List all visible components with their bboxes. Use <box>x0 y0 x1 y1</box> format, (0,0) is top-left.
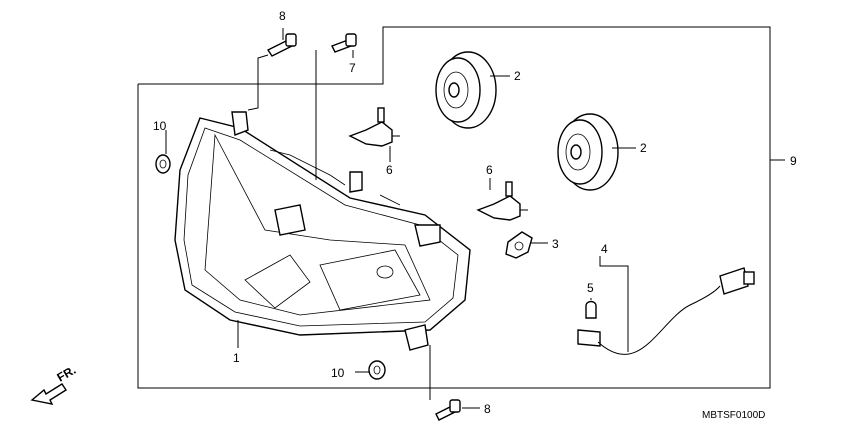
callout-3: 3 <box>552 237 559 251</box>
callout-1: 1 <box>233 351 240 365</box>
bolt-top <box>266 33 297 57</box>
leader-lines <box>165 28 636 409</box>
callout-8a: 8 <box>279 9 286 23</box>
callout-6b: 6 <box>486 163 493 177</box>
position-socket <box>505 231 533 259</box>
callout-2a: 2 <box>514 69 521 83</box>
callout-7: 7 <box>349 61 356 75</box>
headlight-bulb-a <box>348 107 400 147</box>
headlight-unit <box>174 111 471 351</box>
direction-label: FR. <box>55 363 79 385</box>
front-direction-indicator: FR. <box>30 363 79 405</box>
assembly-outline <box>137 26 785 389</box>
callout-4: 4 <box>601 242 608 256</box>
headlight-bulb-b <box>476 181 528 221</box>
position-bulb <box>585 300 597 319</box>
callout-10a: 10 <box>153 119 167 133</box>
callout-5: 5 <box>587 281 594 295</box>
callout-6a: 6 <box>386 163 393 177</box>
grommet-left <box>155 154 171 174</box>
socket-cover-b <box>557 113 619 191</box>
bolt-bottom <box>435 399 461 421</box>
diagram-code: MBTSF0100D <box>702 410 765 421</box>
screw-top <box>331 33 357 53</box>
socket-cover-a <box>435 51 497 129</box>
callout-9: 9 <box>790 154 797 168</box>
sub-harness <box>577 267 755 355</box>
callouts: 1 2 2 3 4 5 6 6 7 8 8 9 10 10 <box>153 9 797 416</box>
grommet-bottom <box>368 360 386 380</box>
callout-2b: 2 <box>640 141 647 155</box>
callout-10b: 10 <box>331 366 345 380</box>
callout-8b: 8 <box>484 402 491 416</box>
